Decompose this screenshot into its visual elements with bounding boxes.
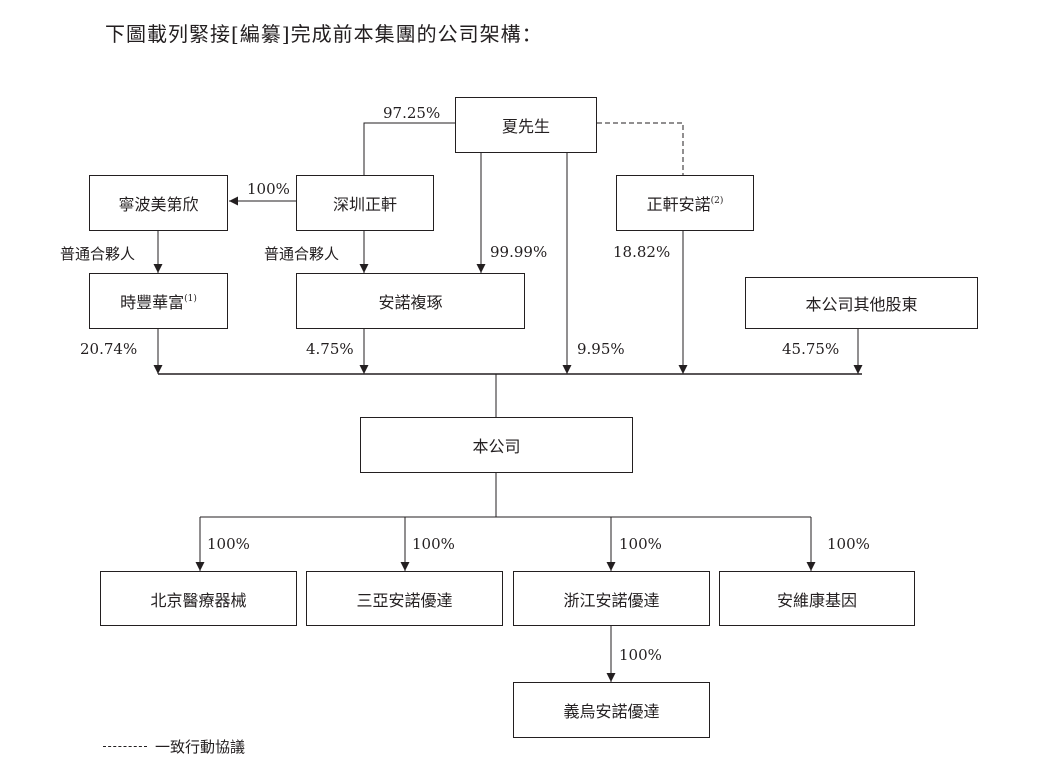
- box-label: 安諾複琢: [378, 293, 443, 312]
- box-zhengxuan: 正軒安諾(2): [616, 175, 754, 231]
- box-anuo-fuzhuo: 安諾複琢: [296, 273, 525, 329]
- pct-anweikang: 100%: [827, 535, 870, 553]
- legend: 一致行動協議: [103, 736, 245, 757]
- box-label: 本公司: [472, 437, 521, 456]
- pct-xia-shenzhen: 97.25%: [383, 104, 441, 122]
- box-label: 正軒安諾: [646, 195, 711, 214]
- pct-others-company: 45.75%: [782, 340, 840, 358]
- box-label: 義烏安諾優達: [563, 702, 660, 721]
- pct-anuo-company: 4.75%: [306, 340, 354, 358]
- box-other-shareholders: 本公司其他股東: [745, 277, 978, 329]
- box-label: 三亞安諾優達: [356, 590, 453, 610]
- legend-dashed-line: [103, 746, 147, 747]
- pct-shifeng-company: 20.74%: [80, 340, 138, 358]
- box-beijing: 北京醫療器械: [100, 571, 297, 626]
- box-company: 本公司: [360, 417, 633, 473]
- pct-zhejiang: 100%: [619, 535, 662, 553]
- box-label: 寧波美第欣: [118, 195, 199, 214]
- footnote-marker: (1): [184, 294, 197, 304]
- box-ningbo: 寧波美第欣: [89, 175, 228, 231]
- dashed-concert-line: [597, 122, 684, 175]
- pct-zhengxuan-company: 18.82%: [613, 243, 671, 261]
- page-title: 下圖載列緊接[編纂]完成前本集團的公司架構：: [105, 22, 543, 46]
- label-ningbo-gp: 普通合夥人: [60, 245, 136, 263]
- box-anweikang: 安維康基因: [719, 571, 915, 626]
- label-shenzhen-gp: 普通合夥人: [264, 245, 340, 263]
- line-xia-shenzhen: [363, 122, 455, 175]
- box-shifeng: 時豐華富(1): [89, 273, 228, 329]
- legend-label: 一致行動協議: [155, 738, 246, 756]
- box-label: 夏先生: [501, 117, 550, 136]
- box-sanya: 三亞安諾優達: [306, 571, 503, 626]
- pct-xia-company: 9.95%: [577, 340, 625, 358]
- box-mr-xia: 夏先生: [455, 97, 597, 153]
- box-yiwu: 義烏安諾優達: [513, 682, 710, 738]
- box-label: 安維康基因: [776, 590, 857, 610]
- box-label: 本公司其他股東: [805, 295, 918, 314]
- box-shenzhen: 深圳正軒: [296, 175, 434, 231]
- box-label: 時豐華富: [120, 293, 185, 312]
- pct-sanya: 100%: [412, 535, 455, 553]
- box-label: 深圳正軒: [332, 195, 397, 214]
- pct-beijing: 100%: [207, 535, 250, 553]
- box-label: 北京醫療器械: [150, 590, 247, 610]
- box-zhejiang: 浙江安諾優達: [513, 571, 710, 626]
- pct-shenzhen-ningbo: 100%: [247, 180, 290, 198]
- pct-xia-anuo: 99.99%: [490, 243, 548, 261]
- pct-yiwu: 100%: [619, 646, 662, 664]
- box-label: 浙江安諾優達: [563, 590, 660, 610]
- footnote-marker: (2): [710, 196, 724, 206]
